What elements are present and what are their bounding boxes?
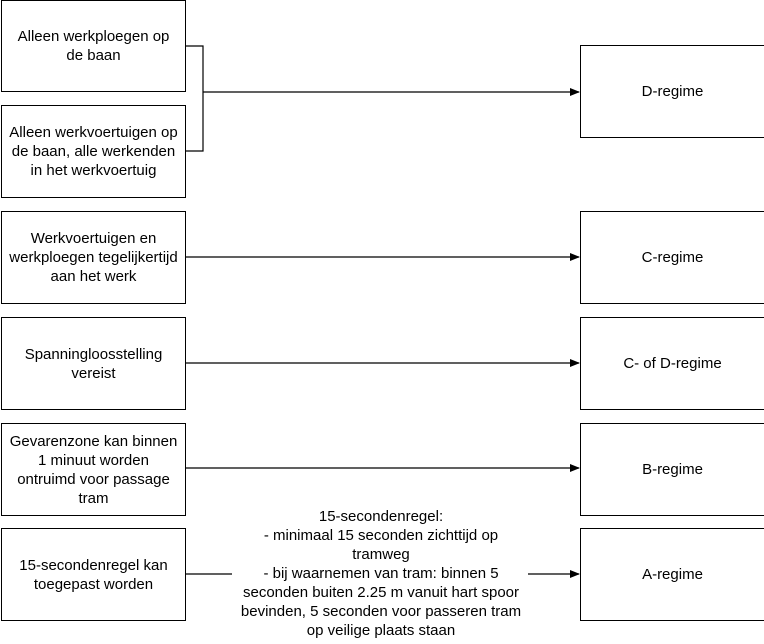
condition-werkploegen-label: Alleen werkploegen op de baan bbox=[17, 28, 170, 64]
regime-c: C-regime bbox=[580, 211, 764, 304]
regime-d: D-regime bbox=[580, 45, 764, 138]
condition-werkvoertuigen: Alleen werkvoertuigen op de baan, alle w… bbox=[1, 105, 186, 198]
regime-b-label: B-regime bbox=[642, 461, 703, 478]
fifteen-second-rule-note: 15-secondenregel: - minimaal 15 seconden… bbox=[236, 507, 526, 640]
regime-a: A-regime bbox=[580, 528, 764, 621]
condition-werkvoertuigen-label: Alleen werkvoertuigen op de baan, alle w… bbox=[9, 124, 178, 179]
regime-b: B-regime bbox=[580, 423, 764, 516]
condition-gevarenzone-label: Gevarenzone kan binnen 1 minuut worden o… bbox=[9, 432, 178, 507]
note-line-1: - minimaal 15 seconden zichttijd op tram… bbox=[263, 527, 499, 563]
condition-vijftien-label: 15-secondenregel kan toegepast worden bbox=[19, 556, 168, 593]
regime-c-or-d-label: C- of D-regime bbox=[623, 355, 722, 372]
note-title: 15-secondenregel: bbox=[318, 508, 444, 525]
regime-a-label: A-regime bbox=[642, 566, 703, 583]
condition-spanning-label: Spanningloosstelling vereist bbox=[24, 345, 163, 382]
condition-gevarenzone: Gevarenzone kan binnen 1 minuut worden o… bbox=[1, 423, 186, 516]
regime-c-or-d: C- of D-regime bbox=[580, 317, 764, 410]
bracket-connector bbox=[185, 45, 204, 152]
condition-werkploegen: Alleen werkploegen op de baan bbox=[1, 0, 186, 92]
regime-c-label: C-regime bbox=[641, 249, 704, 266]
regime-d-label: D-regime bbox=[641, 83, 704, 100]
condition-tegelijk: Werkvoertuigen en werkploegen tegelijker… bbox=[1, 211, 186, 304]
condition-tegelijk-label: Werkvoertuigen en werkploegen tegelijker… bbox=[9, 230, 178, 285]
condition-spanning: Spanningloosstelling vereist bbox=[1, 317, 186, 410]
note-line-2: - bij waarnemen van tram: binnen 5 secon… bbox=[240, 565, 522, 639]
condition-vijftien: 15-secondenregel kan toegepast worden bbox=[1, 528, 186, 621]
